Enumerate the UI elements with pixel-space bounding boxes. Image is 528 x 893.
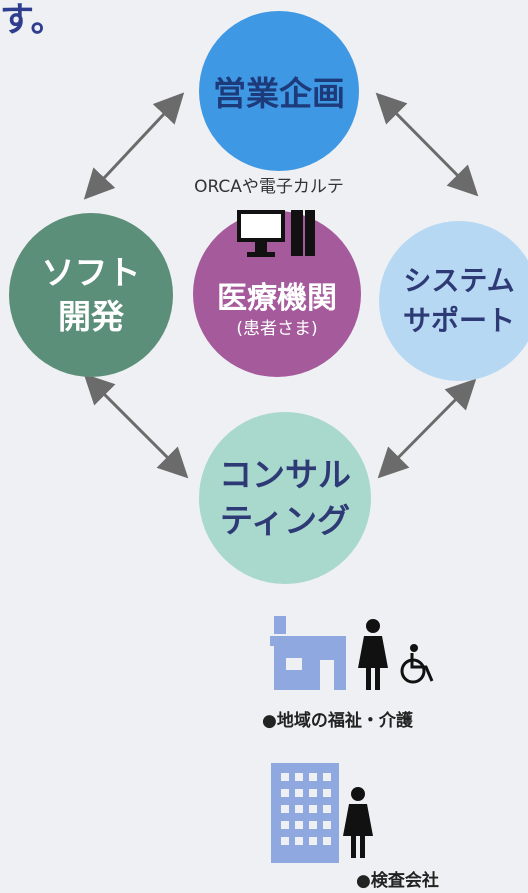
orca-label: ORCAや電子カルテ bbox=[194, 177, 344, 197]
node-medical-label: 医療機関 bbox=[217, 281, 337, 316]
wheelchair-icon bbox=[400, 644, 434, 684]
node-consulting: コンサル ティング bbox=[199, 412, 371, 584]
node-software-line1: ソフト bbox=[41, 253, 141, 292]
woman-icon bbox=[358, 619, 388, 690]
house-icon bbox=[270, 616, 346, 690]
node-sales-planning: 営業企画 bbox=[199, 11, 359, 171]
office-building-icon bbox=[271, 763, 339, 863]
arrow-sales-support bbox=[375, 92, 479, 197]
node-patients-label: (患者さま) bbox=[236, 319, 318, 339]
node-system-support: システム サポート bbox=[379, 221, 528, 381]
node-consulting-line2: ティング bbox=[219, 501, 351, 540]
arrow-support-consulting bbox=[377, 378, 477, 479]
arrow-sales-software bbox=[83, 92, 185, 200]
node-support-line2: サポート bbox=[402, 304, 515, 337]
node-software-line2: 開発 bbox=[58, 297, 124, 336]
node-consulting-line1: コンサル bbox=[219, 455, 351, 494]
node-medical-institution: 医療機関 (患者さま) bbox=[193, 211, 361, 377]
node-support-line1: システム bbox=[403, 264, 515, 297]
header-partial-text: す。 bbox=[0, 0, 65, 40]
woman-icon-2 bbox=[343, 787, 373, 858]
legend-inspection-company: ●検査会社 bbox=[356, 871, 439, 891]
legend-welfare-care: ●地域の福祉・介護 bbox=[262, 711, 413, 731]
arrow-software-consulting bbox=[83, 373, 189, 479]
node-sales-planning-label: 営業企画 bbox=[213, 74, 345, 113]
computer-icon bbox=[237, 210, 315, 257]
node-software-development: ソフト 開発 bbox=[9, 213, 173, 377]
